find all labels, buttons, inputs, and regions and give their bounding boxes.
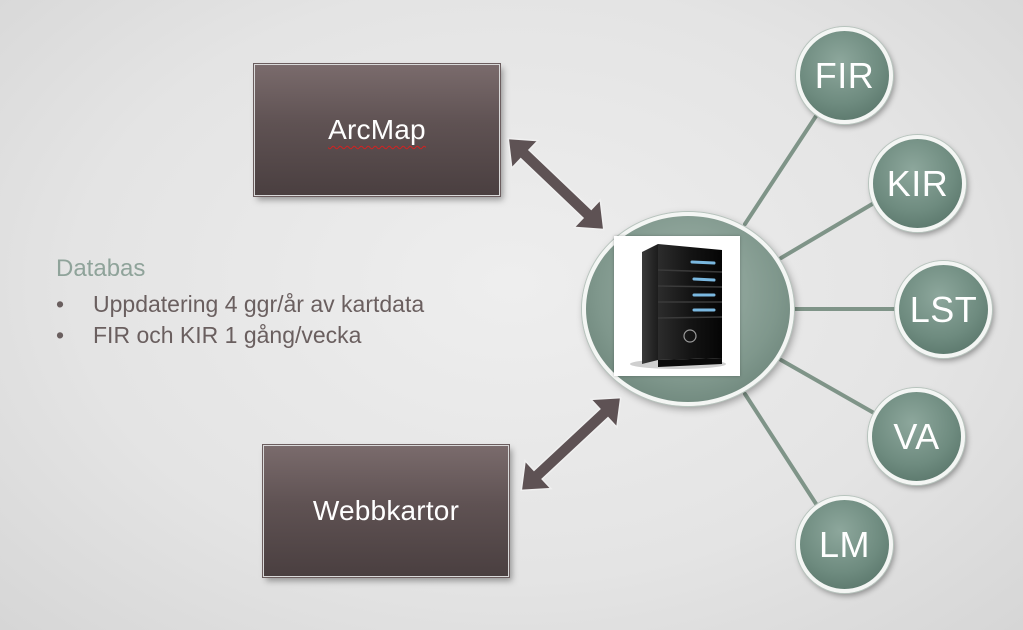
bullet-item: • Uppdatering 4 ggr/år av kartdata: [56, 289, 424, 320]
bullet-item: • FIR och KIR 1 gång/vecka: [56, 320, 424, 351]
node-lst-label: LST: [909, 288, 978, 330]
database-bullet-list: • Uppdatering 4 ggr/år av kartdata • FIR…: [56, 289, 424, 351]
node-va: VA: [868, 388, 965, 485]
node-lm-label: LM: [818, 523, 870, 565]
bullet-marker: •: [56, 322, 65, 348]
connector-fir: [743, 108, 822, 226]
webbkartor-label: Webbkartor: [312, 495, 460, 526]
node-kir: KIR: [869, 135, 966, 232]
bullet-text: FIR och KIR 1 gång/vecka: [93, 322, 362, 348]
connector-va: [779, 358, 876, 415]
server-illustration: [630, 244, 726, 369]
node-fir: FIR: [796, 27, 893, 124]
node-fir-label: FIR: [814, 54, 875, 96]
database-notes: Databas • Uppdatering 4 ggr/år av kartda…: [56, 255, 424, 351]
hp-logo-icon: [683, 329, 697, 343]
database-heading: Databas: [56, 255, 146, 282]
node-lm: LM: [796, 496, 893, 593]
arcmap-label: ArcMap: [328, 114, 426, 145]
double-arrow-arcmap: [507, 137, 605, 231]
bullet-text: Uppdatering 4 ggr/år av kartdata: [93, 291, 425, 317]
node-lst: LST: [895, 261, 992, 358]
webbkartor-box: Webbkartor: [263, 445, 509, 577]
server-tower-icon: [614, 236, 740, 376]
arcmap-box: ArcMap: [254, 64, 500, 196]
connector-lm: [743, 392, 822, 512]
connector-lines: [743, 108, 902, 512]
connector-kir: [779, 201, 876, 260]
node-kir-label: KIR: [886, 162, 949, 204]
double-arrow-webbkartor: [520, 396, 622, 492]
node-va-label: VA: [893, 415, 940, 457]
server-led-strips: [690, 260, 716, 312]
bullet-marker: •: [56, 291, 65, 317]
